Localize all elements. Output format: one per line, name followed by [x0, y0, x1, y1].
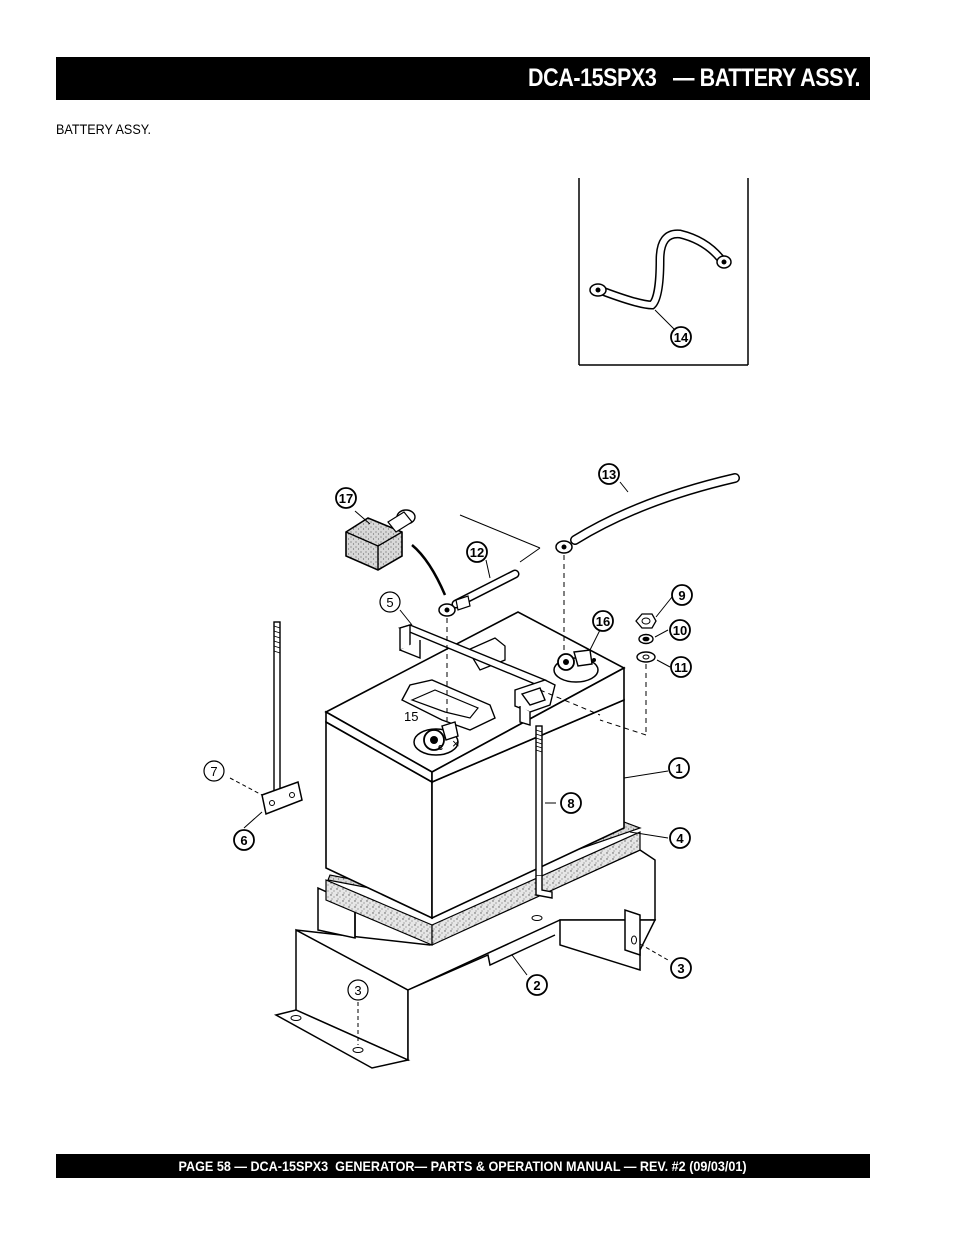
- svg-text:11: 11: [674, 660, 688, 675]
- svg-text:4: 4: [676, 831, 684, 846]
- callout-16: 16: [592, 610, 614, 632]
- svg-text:9: 9: [678, 588, 685, 603]
- svg-text:10: 10: [673, 623, 687, 638]
- callout-3-left: 3: [347, 979, 369, 1001]
- callout-17: 17: [335, 487, 357, 509]
- hardware-nut-washers: [635, 613, 657, 663]
- svg-text:16: 16: [596, 614, 610, 629]
- callout-8: 8: [560, 792, 582, 814]
- callout-13: 13: [598, 463, 620, 485]
- callout-4: 4: [669, 827, 691, 849]
- svg-text:3: 3: [677, 961, 684, 976]
- terminal-negative: × c: [413, 721, 460, 756]
- label-15: 15: [404, 709, 418, 724]
- callout-1: 1: [668, 757, 690, 779]
- svg-text:8: 8: [567, 796, 574, 811]
- cable-13: [555, 473, 740, 554]
- tie-rod: [261, 621, 303, 816]
- callout-12: 12: [466, 541, 488, 563]
- callout-6: 6: [233, 829, 255, 851]
- callout-9: 9: [671, 584, 693, 606]
- section-label: BATTERY ASSY.: [56, 121, 152, 137]
- svg-text:13: 13: [602, 467, 616, 482]
- svg-text:5: 5: [386, 595, 393, 610]
- leader-lines: [243, 481, 673, 976]
- callout-10: 10: [669, 619, 691, 641]
- terminal-cover: [345, 509, 416, 571]
- footer-text: PAGE 58 — DCA-15SPX3 GENERATOR— PARTS & …: [178, 1158, 748, 1174]
- cable-12: [438, 569, 520, 617]
- inset-cable-14: 14: [578, 178, 749, 366]
- svg-text:14: 14: [674, 330, 689, 345]
- svg-text:2: 2: [533, 978, 540, 993]
- svg-text:17: 17: [339, 491, 353, 506]
- hold-down-bracket: [397, 624, 556, 726]
- page-footer: PAGE 58 — DCA-15SPX3 GENERATOR— PARTS & …: [56, 1154, 870, 1178]
- callout-2: 2: [526, 974, 548, 996]
- callout-14: 14: [670, 326, 692, 348]
- svg-text:1: 1: [675, 761, 682, 776]
- callout-3-right: 3: [670, 957, 692, 979]
- terminal-positive: [553, 649, 599, 683]
- svg-text:12: 12: [470, 545, 484, 560]
- svg-text:c: c: [438, 742, 443, 752]
- assembly-lines: [229, 514, 669, 1045]
- page-title: DCA-15SPX3 — BATTERY ASSY.: [527, 64, 860, 92]
- svg-text:7: 7: [210, 764, 217, 779]
- svg-text:×: ×: [452, 736, 460, 751]
- j-bolt: [535, 725, 553, 899]
- page-header: DCA-15SPX3 — BATTERY ASSY.: [56, 57, 870, 100]
- callout-5: 5: [379, 591, 401, 613]
- svg-text:15: 15: [404, 709, 418, 724]
- svg-text:6: 6: [240, 833, 247, 848]
- callout-7: 7: [203, 760, 225, 782]
- svg-text:3: 3: [354, 983, 361, 998]
- callout-11: 11: [670, 656, 692, 678]
